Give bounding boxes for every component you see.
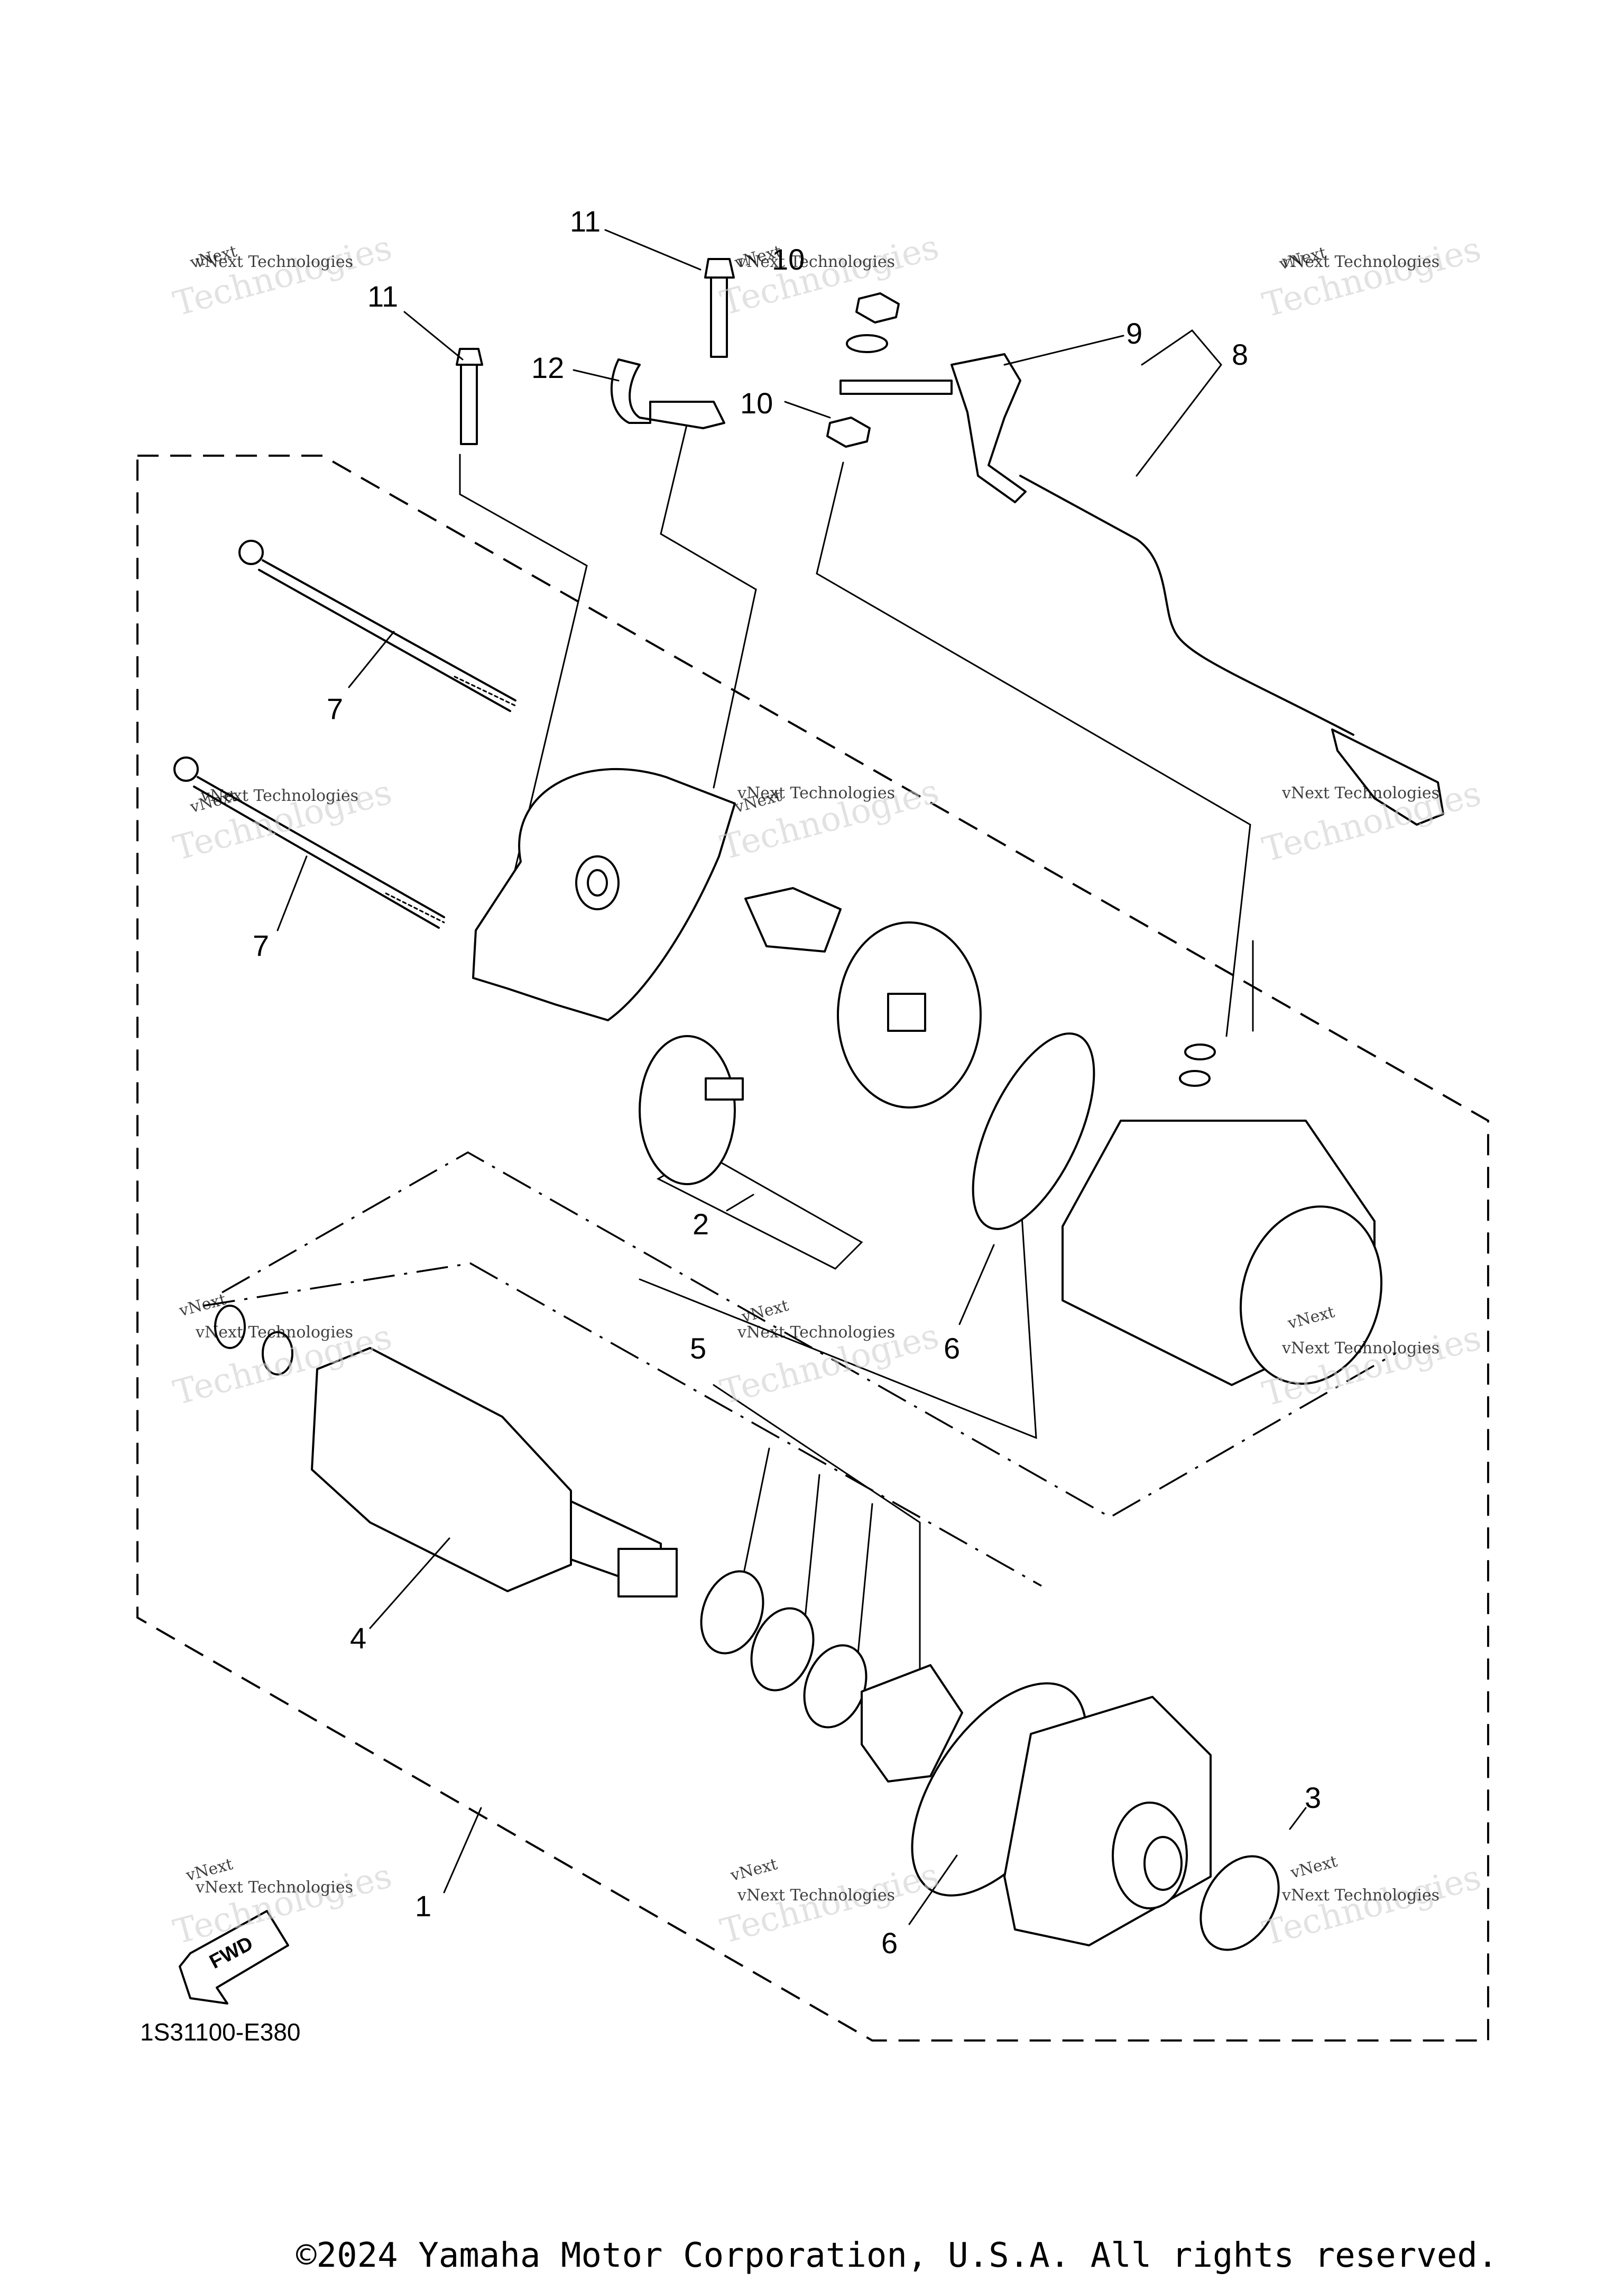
nut-10-lower	[826, 417, 871, 448]
fwd-arrow-icon: FWD	[179, 1910, 289, 2005]
callout-3: 3	[1305, 1781, 1321, 1814]
watermark-text: vNext Technologies	[737, 1886, 895, 1905]
copyright-notice: ©2024 Yamaha Motor Corporation, U.S.A. A…	[296, 2236, 1498, 2275]
callout-7-upper: 7	[327, 692, 343, 725]
washer-set-5	[700, 1570, 963, 1783]
watermark-small: vNext	[740, 1296, 791, 1326]
yoke-assembly	[1062, 1044, 1383, 1386]
watermark-text: vNext Technologies	[1281, 253, 1440, 271]
callout-4: 4	[350, 1621, 366, 1655]
callout-11-top: 11	[570, 205, 601, 238]
watermark-small: vNext	[1288, 1852, 1340, 1882]
watermark-text: vNext Technologies	[195, 253, 353, 271]
callout-1: 1	[415, 1889, 431, 1923]
armature-washers	[214, 1305, 293, 1375]
watermark-text: vNext Technologies	[195, 1323, 353, 1342]
armature-4	[311, 1347, 678, 1598]
callout-6-upper: 6	[944, 1332, 960, 1365]
watermark-text: vNext Technologies	[195, 1878, 353, 1897]
nut-10-top	[846, 292, 900, 353]
front-cover	[472, 768, 736, 1021]
watermark-text: vNext Technologies	[737, 1323, 895, 1342]
callout-7-lower: 7	[253, 929, 269, 962]
bolt-11-left	[456, 348, 483, 445]
callout-12: 12	[531, 351, 564, 384]
callout-11-left: 11	[367, 280, 398, 313]
diagram-code: 1S31100-E380	[140, 2018, 301, 2046]
o-ring-6-upper	[972, 1032, 1095, 1230]
watermark-large: Technologies	[716, 228, 943, 324]
watermark-text: vNext Technologies	[1281, 1886, 1440, 1905]
callout-10-lower: 10	[740, 386, 773, 420]
brush-holder-set	[639, 887, 982, 1185]
callout-6-lower: 6	[881, 1926, 898, 1960]
through-bolt-upper	[238, 540, 516, 712]
watermark-text: vNext Technologies	[1281, 784, 1440, 802]
watermark-large: Technologies	[1259, 229, 1485, 325]
bolt-11-top	[704, 258, 735, 358]
callout-5: 5	[690, 1332, 706, 1365]
watermark-text: vNext Technologies	[200, 787, 358, 805]
assembly-boundary	[136, 455, 1489, 2042]
callout-leaders	[276, 229, 1307, 1925]
watermark-text: vNext Technologies	[1281, 1339, 1440, 1358]
callout-2: 2	[693, 1207, 709, 1241]
watermark-large: Technologies	[169, 228, 395, 324]
o-ring-3	[1199, 1855, 1280, 1951]
through-bolt-lower	[173, 756, 445, 929]
watermark-small: vNext	[728, 1855, 779, 1885]
callout-8: 8	[1232, 338, 1248, 371]
watermark-text: vNext Technologies	[737, 784, 895, 802]
rear-cover	[1003, 1696, 1212, 1946]
starter-cable-lead	[839, 353, 1444, 826]
callout-9: 9	[1126, 317, 1142, 350]
watermark-text: vNext Technologies	[737, 253, 895, 271]
callout-10-top: 10	[772, 243, 805, 276]
bracket-12	[610, 358, 725, 429]
guide-lines	[203, 422, 1396, 1672]
